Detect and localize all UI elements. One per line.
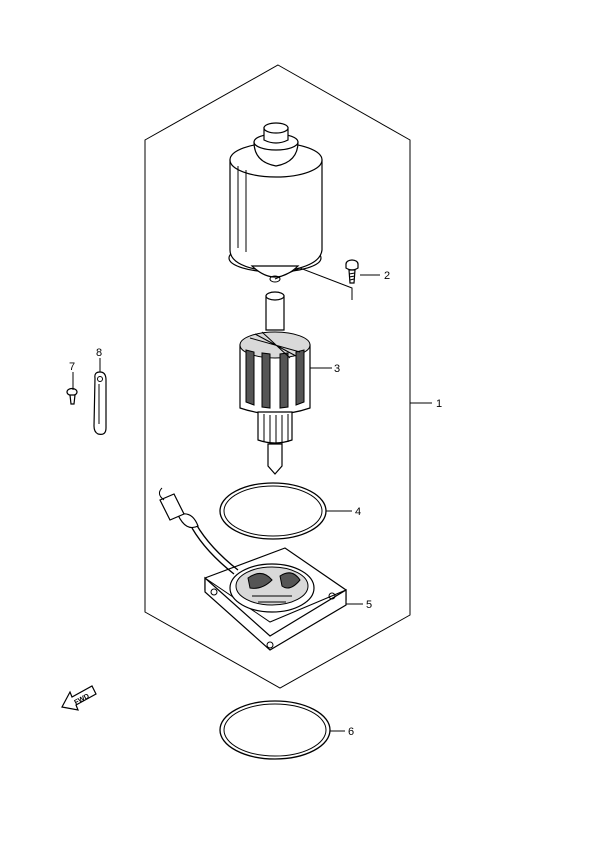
leader-lines: [72, 274, 432, 732]
cable-clamp[interactable]: [93, 371, 107, 435]
armature[interactable]: [239, 291, 311, 475]
callout-5: 5: [366, 599, 372, 611]
callout-1: 1: [436, 398, 442, 410]
callout-6: 6: [348, 726, 354, 738]
callout-2: 2: [384, 270, 390, 282]
assembly-boundary: [144, 64, 411, 689]
callout-labels: 1 2 3 4 5 6 7 8: [69, 270, 442, 738]
o-ring-lower[interactable]: [219, 700, 331, 760]
housing-screw[interactable]: [345, 259, 359, 284]
clamp-screw[interactable]: [66, 387, 78, 405]
screw-leader-line: [274, 267, 353, 300]
brush-holder-end-frame[interactable]: [158, 487, 347, 651]
callout-4: 4: [355, 506, 361, 518]
callout-7: 7: [69, 361, 75, 373]
callout-8: 8: [96, 347, 102, 359]
motor-housing[interactable]: [228, 122, 323, 283]
fwd-arrow-icon: FWD: [61, 685, 97, 711]
o-ring-upper[interactable]: [219, 482, 327, 540]
callout-3: 3: [334, 363, 340, 375]
